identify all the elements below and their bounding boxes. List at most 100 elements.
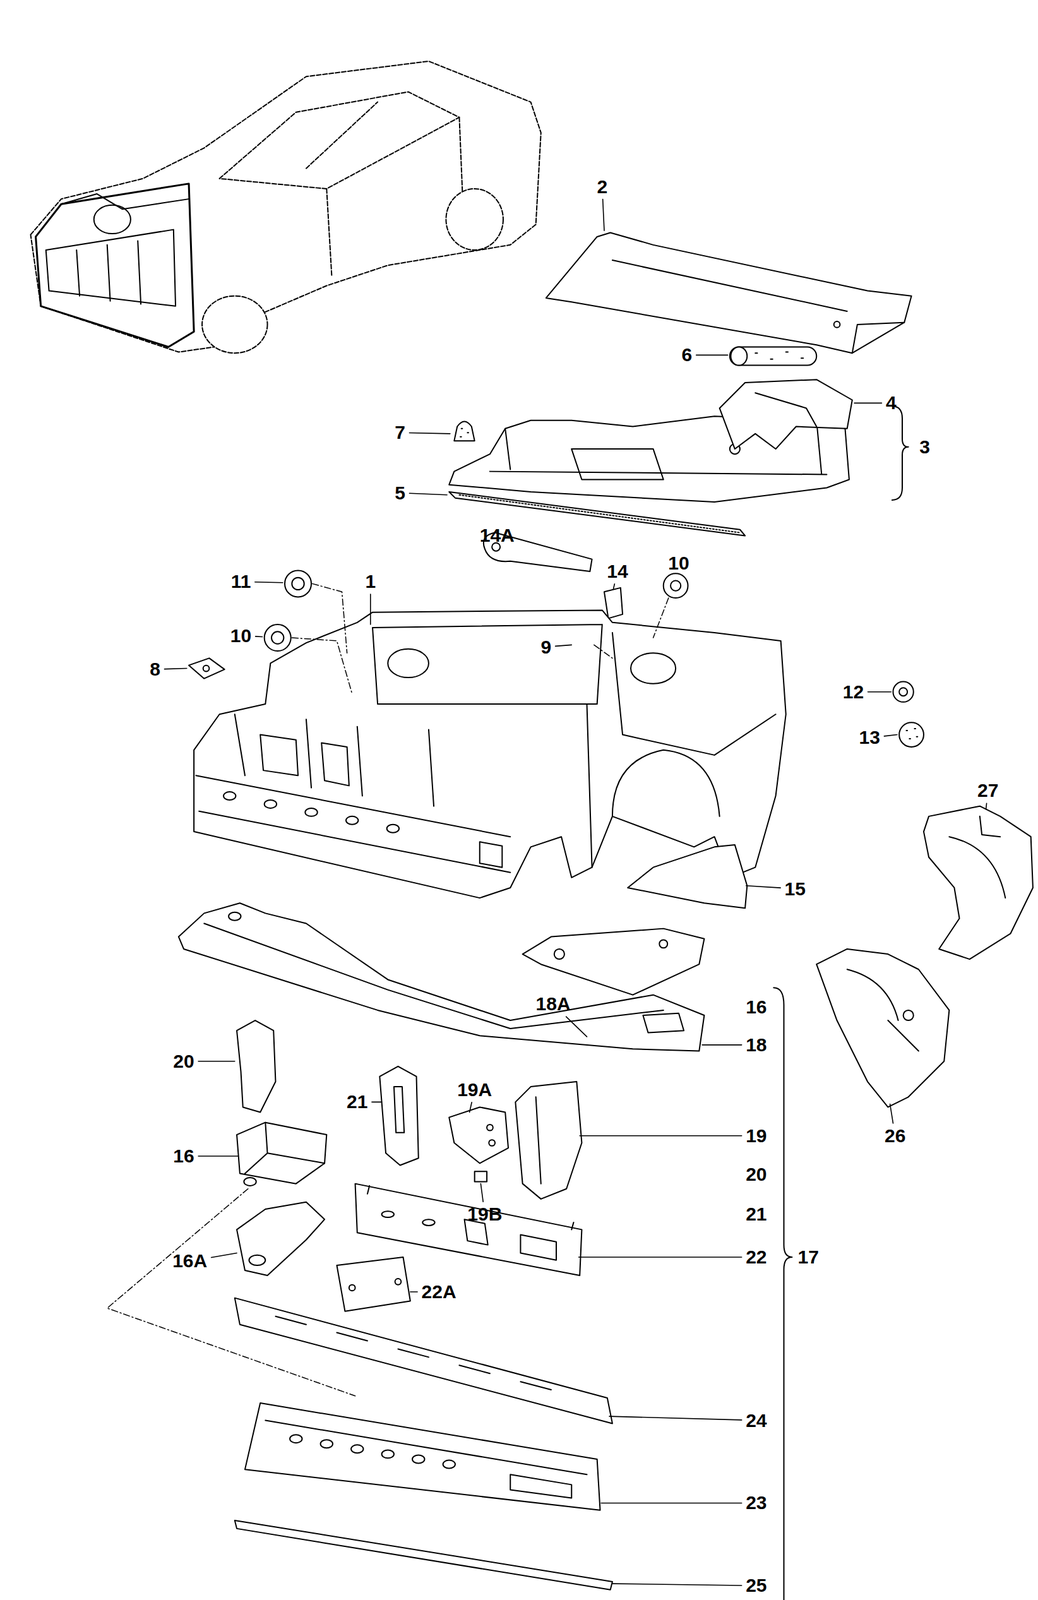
front-apron (412, 1455, 425, 1464)
callout-number: 24 (745, 1411, 767, 1431)
leader-line (601, 1502, 742, 1504)
callout-number: 2 (596, 177, 608, 197)
cowl-panel (546, 232, 912, 353)
front-body-assembly (304, 808, 317, 817)
lock-plate (336, 1257, 410, 1312)
reinforcement (522, 928, 705, 996)
callout-number: 21 (346, 1092, 368, 1112)
clip (474, 1171, 487, 1182)
callout-number: 21 (745, 1204, 767, 1224)
foam-seal (729, 346, 817, 365)
bracket (604, 587, 623, 619)
leader-line (613, 584, 615, 590)
upright (379, 1066, 418, 1166)
front-apron (351, 1444, 364, 1453)
callout-number: 4 (885, 393, 897, 413)
lock-carrier (367, 1185, 574, 1230)
mount-box (243, 1177, 256, 1186)
callout-number: 22 (745, 1247, 767, 1267)
cap (460, 428, 469, 437)
leader-line (255, 635, 263, 638)
callout-number: 20 (173, 1051, 194, 1071)
front-apron (265, 1420, 587, 1475)
callout-number: 23 (745, 1493, 767, 1513)
callout-number: 3 (919, 437, 931, 457)
callout-number: 5 (394, 483, 406, 503)
lock-carrier (422, 1219, 435, 1226)
lock-plate (349, 1284, 356, 1292)
front-body-assembly (387, 649, 429, 678)
reinforcement (659, 939, 668, 948)
front-body-assembly (264, 799, 277, 809)
callout-number: 7 (394, 423, 406, 442)
callout-number: 26 (884, 1126, 906, 1146)
callout-number: 16A (172, 1251, 208, 1271)
callout-number: 10 (230, 626, 252, 646)
callout-number: 19 (745, 1126, 767, 1146)
car-outline (326, 188, 332, 276)
leader-line (469, 1102, 473, 1113)
front-apron (510, 1474, 572, 1498)
side-panel (236, 1020, 276, 1112)
leader-line (890, 1104, 894, 1124)
foam-seal (729, 346, 817, 365)
leader-line (555, 644, 573, 646)
leader-line (409, 433, 450, 434)
front-apron (244, 1402, 601, 1511)
callout-number: 16 (745, 997, 767, 1017)
cover-panel (627, 844, 747, 908)
car-outline (202, 296, 268, 354)
reinforcement (554, 948, 565, 960)
callout-number: 1 (364, 572, 376, 591)
front-body-assembly (387, 824, 400, 833)
front-apron (381, 1449, 394, 1458)
plenum-partition (719, 379, 853, 449)
cowl-panel (612, 260, 905, 353)
front-body-assembly (234, 714, 434, 806)
headlight-panel (536, 1096, 542, 1184)
clip (188, 657, 225, 679)
assembly-line (107, 583, 669, 1396)
trim-strip (275, 1316, 551, 1390)
bracket (448, 1106, 509, 1164)
leader-line (696, 354, 728, 357)
car-outline (30, 61, 541, 353)
wheel-housing-panel (923, 806, 1033, 960)
callout-number: 10 (668, 553, 689, 573)
leader-line (868, 691, 892, 693)
callout-number: 27 (977, 781, 999, 800)
lock-carrier (381, 1211, 394, 1218)
mount-box (236, 1122, 327, 1186)
foam-seal (730, 346, 747, 365)
leader-line (198, 1060, 235, 1062)
cover-panel (627, 844, 747, 908)
car-outline (306, 102, 378, 169)
callout-number: 8 (149, 659, 161, 679)
front-apron (289, 1434, 302, 1443)
callout-number: 14 (606, 561, 628, 581)
front-body-assembly (630, 652, 676, 684)
plenum-partition (719, 379, 853, 449)
front-body-assembly (223, 791, 236, 800)
front-body-assembly (195, 775, 511, 873)
reinforcement (522, 928, 705, 996)
bracket (488, 1139, 496, 1146)
mount-bracket (248, 1255, 266, 1266)
foam-seal (755, 352, 804, 360)
group-brace (773, 405, 908, 1600)
plug (892, 681, 913, 703)
bracket (448, 1106, 509, 1164)
plenum-partition (755, 392, 817, 427)
front-body-assembly (260, 734, 350, 787)
front-apron (320, 1439, 333, 1448)
leader-line (579, 1135, 742, 1137)
callout-number: 19A (457, 1080, 492, 1100)
clip (474, 1171, 487, 1182)
clip (188, 657, 225, 679)
wheel-housing-panel (923, 806, 1033, 960)
wheel-housing-panel (948, 816, 1006, 898)
grommet (291, 577, 304, 590)
bracket (486, 1124, 494, 1131)
callout-number: 19B (467, 1204, 502, 1224)
